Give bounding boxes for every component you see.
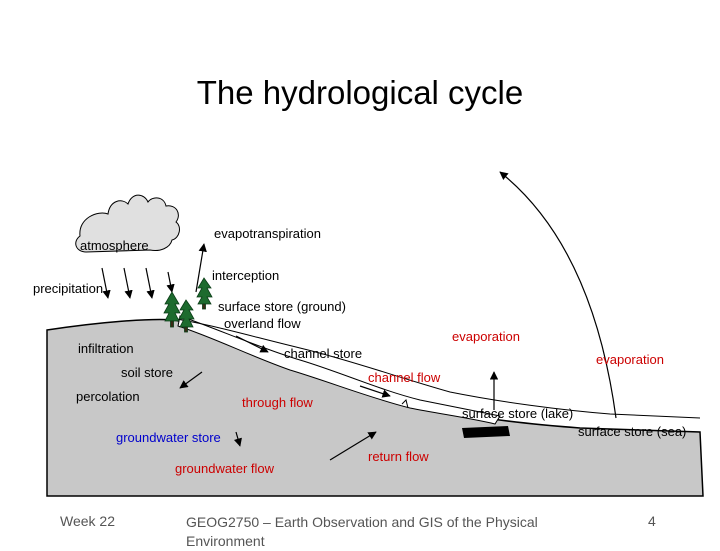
label-percolation: percolation <box>76 389 140 404</box>
label-evaporation-lake: evaporation <box>452 329 520 344</box>
footer-course: GEOG2750 – Earth Observation and GIS of … <box>186 514 538 549</box>
label-soil-store: soil store <box>121 365 173 380</box>
label-return-flow: return flow <box>368 449 429 464</box>
tree-icon <box>178 299 195 333</box>
rain-arrow-2 <box>123 267 133 299</box>
soil-arrow <box>179 371 203 389</box>
overland-flow-arrow <box>235 335 269 353</box>
label-groundwater-flow: groundwater flow <box>175 461 275 476</box>
ground-cross-section <box>46 318 704 497</box>
label-channel-store: channel store <box>284 346 362 361</box>
label-surface-store-sea: surface store (sea) <box>578 424 686 439</box>
river-channel <box>177 315 501 425</box>
rain-arrow-1 <box>101 267 111 299</box>
cloud-shape <box>75 194 180 253</box>
label-through-flow: through flow <box>242 395 313 410</box>
label-channel-flow: channel flow <box>368 370 441 385</box>
label-atmosphere: atmosphere <box>80 238 149 253</box>
label-precipitation: precipitation <box>33 281 103 296</box>
label-interception: interception <box>212 268 279 283</box>
label-surface-store-ground: surface store (ground) <box>218 299 346 314</box>
footer-page-number: 4 <box>648 513 656 529</box>
tree-icon <box>196 277 213 310</box>
rain-arrow-4 <box>166 271 175 293</box>
footer-week: Week 22 <box>60 513 115 529</box>
label-surface-store-lake: surface store (lake) <box>462 406 573 421</box>
label-evaporation-sea: evaporation <box>596 352 664 367</box>
rain-arrow-3 <box>145 267 155 299</box>
surface-profile-line <box>169 317 701 419</box>
channel-tick <box>401 399 409 409</box>
label-infiltration: infiltration <box>78 341 134 356</box>
tree-icon <box>163 291 181 328</box>
groundwater-arrow <box>233 431 242 447</box>
label-overland-flow: overland flow <box>224 316 301 331</box>
label-groundwater-store: groundwater store <box>116 430 221 445</box>
return-flow-arrow <box>329 431 377 461</box>
slide-title: The hydrological cycle <box>196 74 524 111</box>
label-evapotranspiration: evapotranspiration <box>214 226 321 241</box>
lake-shape <box>462 426 510 438</box>
channel-flow-arrow <box>359 385 391 398</box>
evapotranspiration-arrow <box>195 243 207 293</box>
evaporation-return-arrow <box>499 171 617 419</box>
